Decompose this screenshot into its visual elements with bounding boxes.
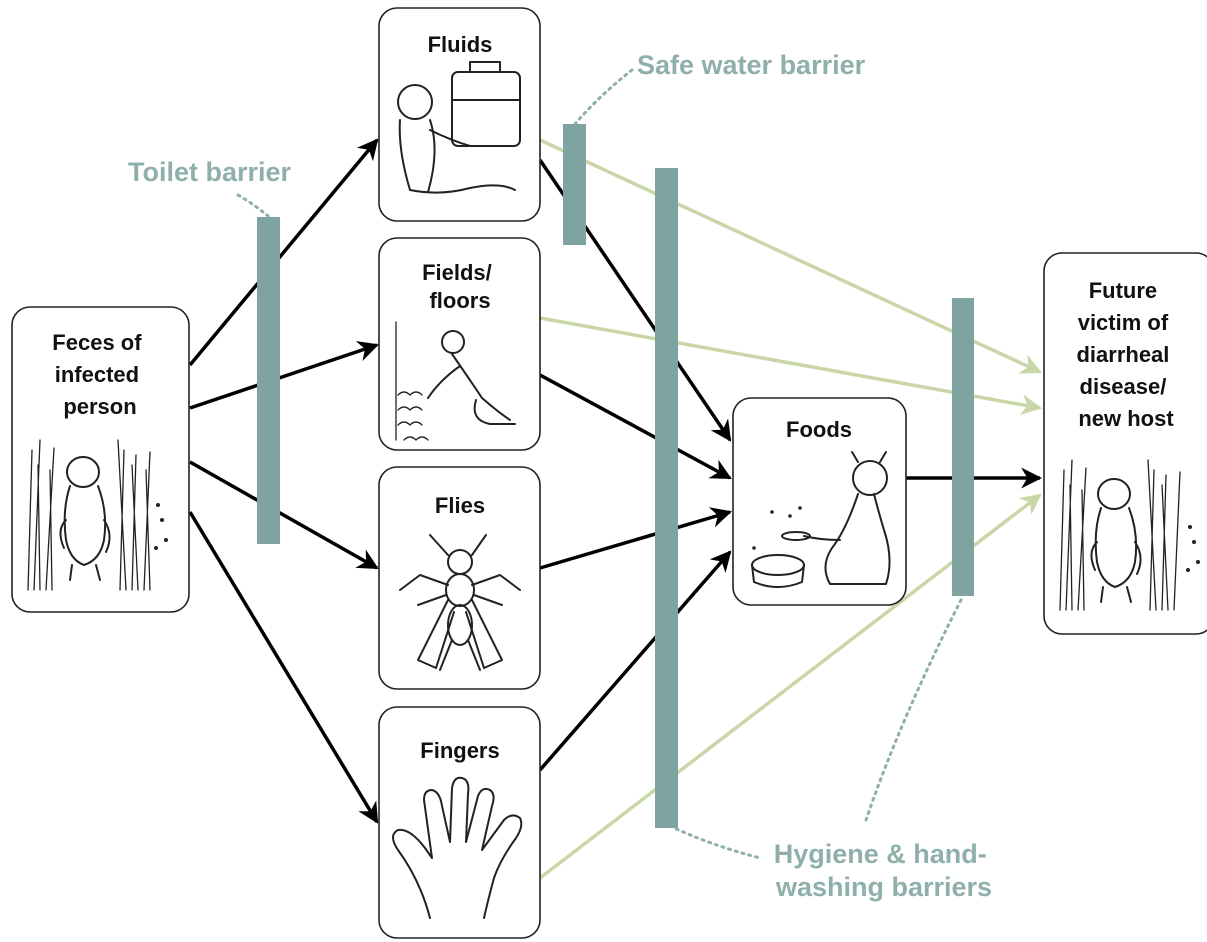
path-source-to-flies <box>190 462 377 568</box>
path-source-to-fingers <box>190 512 377 822</box>
fields-box: Fields/ floors <box>379 238 540 450</box>
foods-box: Foods <box>733 398 906 605</box>
hygiene-barrier-label: Hygiene & hand- washing barriers <box>774 839 995 902</box>
safe-water-leader <box>575 70 632 124</box>
hygiene-leader-right <box>866 598 962 820</box>
host-box: Future victim of diarrheal disease/ new … <box>1044 253 1207 634</box>
fluids-title: Fluids <box>428 32 493 57</box>
flies-title: Flies <box>435 493 485 518</box>
hygiene-leader-left <box>670 826 760 858</box>
hygiene-barrier-bar-right <box>952 298 974 596</box>
path-fields-to-foods <box>540 375 730 478</box>
flies-box: Flies <box>379 467 540 689</box>
path-fingers-to-foods <box>540 552 730 770</box>
fingers-title: Fingers <box>420 738 499 763</box>
fingers-box: Fingers <box>379 707 540 938</box>
fluids-box: Fluids <box>379 8 540 221</box>
host-title: Future victim of diarrheal disease/ new … <box>1076 278 1175 431</box>
transmission-paths <box>190 140 1040 822</box>
safe-water-barrier-bar <box>563 124 586 245</box>
hygiene-barrier-bar-center <box>655 168 678 828</box>
hygiene-label-line-2: washing barriers <box>775 872 992 902</box>
safe-water-barrier-label: Safe water barrier <box>637 50 866 80</box>
toilet-barrier-label: Toilet barrier <box>128 157 292 187</box>
source-title: Feces of infected person <box>52 330 147 419</box>
source-box: Feces of infected person <box>12 307 189 612</box>
path-flies-to-foods <box>540 512 730 568</box>
path-source-to-fields <box>190 345 377 408</box>
foods-title: Foods <box>786 417 852 442</box>
toilet-leader <box>238 195 268 216</box>
hygiene-label-line-1: Hygiene & hand- <box>774 839 987 869</box>
toilet-barrier-bar <box>257 217 280 544</box>
